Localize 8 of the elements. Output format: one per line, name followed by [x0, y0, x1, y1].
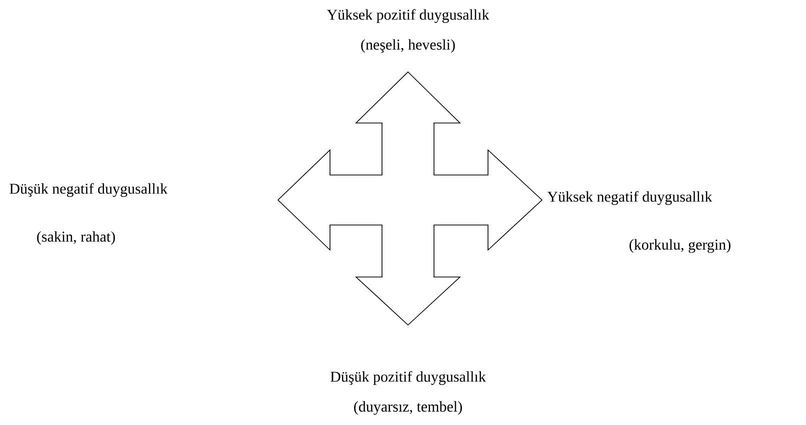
heading-label: Düşük negatif duygusallık — [10, 183, 168, 197]
example-label: (sakin, rahat) — [37, 231, 115, 245]
heading-label: Düşük pozitif duygusallık — [330, 371, 486, 385]
heading-label: Yüksek negatif duygusallık — [547, 191, 712, 205]
example-label: (korkulu, gergin) — [630, 239, 730, 253]
heading-label: Yüksek pozitif duygusallık — [326, 9, 490, 23]
example-label: (neşeli, hevesli) — [361, 39, 455, 53]
example-label: (duyarsız, tembel) — [354, 401, 462, 415]
